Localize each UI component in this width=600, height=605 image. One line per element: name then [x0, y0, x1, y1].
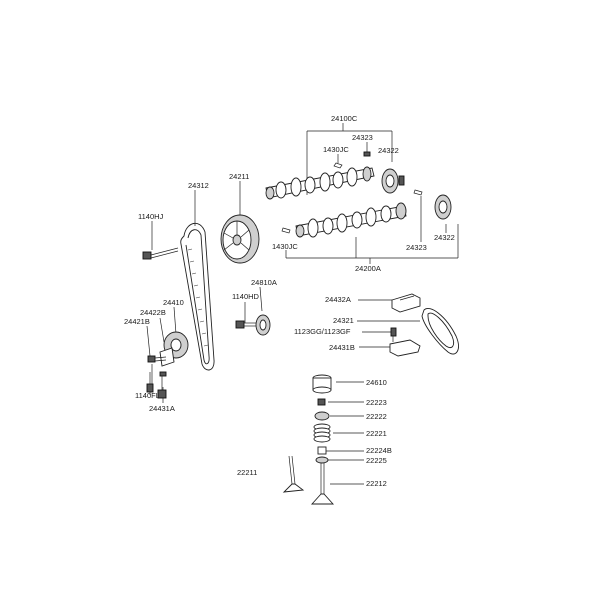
- belt-cover-gasket: [421, 308, 459, 355]
- bolt-1140hj: [142, 247, 179, 260]
- label-24100c: 24100C: [331, 114, 358, 123]
- label-22224b: 22224B: [366, 446, 392, 455]
- valve-train: [282, 374, 335, 505]
- part-labels: 24100C 24323 1430JC 24322 24312 24211 11…: [124, 114, 455, 488]
- label-24431b: 24431B: [329, 343, 355, 352]
- label-1140fl: 1140FL: [135, 391, 160, 400]
- belt-cover-upper: [391, 293, 421, 313]
- upper-camshaft: [265, 166, 375, 200]
- label-24610: 24610: [366, 378, 387, 387]
- label-24322-top: 24322: [378, 146, 399, 155]
- label-24432a: 24432A: [325, 295, 351, 304]
- label-24431a: 24431A: [149, 404, 175, 413]
- label-24211: 24211: [229, 172, 249, 181]
- label-24200a: 24200A: [355, 264, 381, 273]
- lower-cam-gear: [434, 194, 452, 220]
- label-24321: 24321: [333, 316, 354, 325]
- label-24323-top: 24323: [352, 133, 373, 142]
- label-22221: 22221: [366, 429, 387, 438]
- label-22223: 22223: [366, 398, 387, 407]
- label-22222: 22222: [366, 412, 387, 421]
- lower-camshaft: [295, 202, 407, 238]
- label-24312: 24312: [188, 181, 209, 190]
- dowel-pins: [281, 151, 423, 234]
- label-24422b: 24422B: [140, 308, 166, 317]
- label-24410: 24410: [163, 298, 184, 307]
- timing-belt: [180, 222, 215, 371]
- label-22211: 22211: [237, 468, 257, 477]
- label-1123gg-1123gf: 1123GG/1123GF: [294, 327, 351, 336]
- label-24323-bottom: 24323: [406, 243, 427, 252]
- label-22225: 22225: [366, 456, 387, 465]
- label-1140hj: 1140HJ: [138, 212, 164, 221]
- tensioner-assembly: [146, 331, 189, 399]
- belt-cover-lower: [389, 339, 421, 357]
- upper-cam-gear: [381, 168, 405, 194]
- label-1430jc-top: 1430JC: [323, 145, 349, 154]
- label-24810a: 24810A: [251, 278, 277, 287]
- label-22212: 22212: [366, 479, 387, 488]
- cam-sprocket: [220, 214, 260, 264]
- label-24322-bottom: 24322: [434, 233, 455, 242]
- cover-bolt: [390, 327, 397, 342]
- label-1430jc-bottom: 1430JC: [272, 242, 298, 251]
- label-24421b: 24421B: [124, 317, 150, 326]
- idler-pulley: [235, 314, 271, 336]
- label-1140hd: 1140HD: [232, 292, 260, 301]
